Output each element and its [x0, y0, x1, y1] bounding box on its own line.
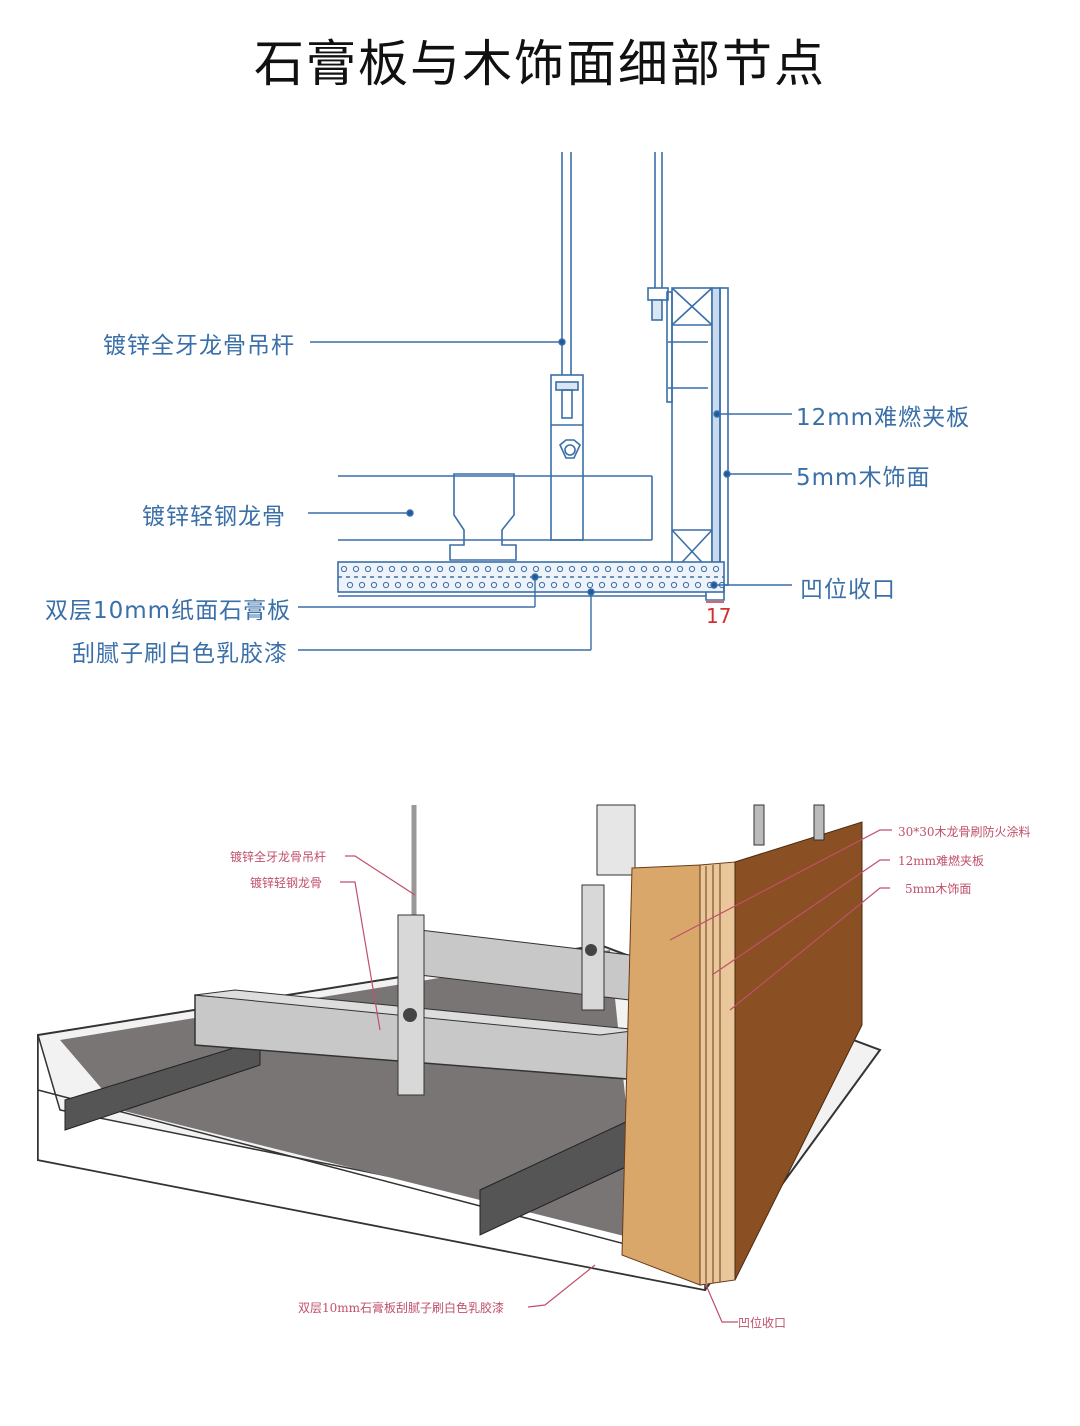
hatch-circle [370, 581, 378, 589]
hatch-circle [598, 581, 606, 589]
hatch-circle [466, 581, 474, 589]
hatch-circle [400, 565, 408, 573]
label-plywood: 12mm难燃夹板 [796, 405, 971, 431]
hatch-circle [520, 565, 528, 573]
hatch-circle [574, 581, 582, 589]
hatch-circle [640, 565, 648, 573]
hatch-circle [646, 581, 654, 589]
hatch-circle [580, 565, 588, 573]
axo-label-plywood: 12mm难燃夹板 [898, 854, 985, 868]
hatch-circle [442, 581, 450, 589]
hatch-circle [676, 565, 684, 573]
label-recess: 凹位收口 [800, 577, 896, 603]
hatch-circle [418, 581, 426, 589]
label-light-steel-keel: 镀锌轻钢龙骨 [142, 504, 286, 530]
hatch-circle [682, 581, 690, 589]
hatch-circle [664, 565, 672, 573]
hatch-circle [490, 581, 498, 589]
keel-profile [449, 473, 517, 561]
axo-label-gypsum-board: 双层10mm石膏板刮腻子刷白色乳胶漆 [298, 1301, 505, 1315]
hatch-circle [658, 581, 666, 589]
veneer [719, 287, 729, 586]
dimension-17: 17 [706, 604, 732, 628]
hatch-circle [544, 565, 552, 573]
hatch-circle [382, 581, 390, 589]
hatch-circle [394, 581, 402, 589]
hatch-circle [496, 565, 504, 573]
axo-label-recess: 凹位收口 [738, 1316, 787, 1330]
nut-icon [559, 439, 581, 459]
hatch-circle [550, 581, 558, 589]
axo-label-wood-keel: 30*30木龙骨刷防火涂料 [898, 825, 1031, 839]
axo-label-hanger-rod: 镀锌全牙龙骨吊杆 [230, 850, 327, 864]
label-gypsum-board: 双层10mm纸面石膏板 [45, 598, 292, 624]
hatch-circle [652, 565, 660, 573]
hatch-circle [586, 581, 594, 589]
axo-label-light-steel-keel: 镀锌轻钢龙骨 [250, 876, 323, 890]
hatch-circle [538, 581, 546, 589]
hatch-circle [628, 565, 636, 573]
hatch-circle [412, 565, 420, 573]
label-paint: 刮腻子刷白色乳胶漆 [72, 641, 288, 667]
hatch-circle [610, 581, 618, 589]
hatch-circle [340, 565, 348, 573]
hatch-circle [346, 581, 354, 589]
hatch-circle [562, 581, 570, 589]
hatch-circle [472, 565, 480, 573]
hatch-circle [622, 581, 630, 589]
hatch-circle [352, 565, 360, 573]
hatch-circle [388, 565, 396, 573]
wood-panel-edge [621, 864, 701, 1286]
page-title: 石膏板与木饰面细部节点 [254, 35, 826, 93]
hatch-circle [424, 565, 432, 573]
hatch-circle [514, 581, 522, 589]
hatch-circle [700, 565, 708, 573]
label-hanger-rod: 镀锌全牙龙骨吊杆 [103, 333, 295, 359]
hatch-circle [502, 581, 510, 589]
hatch-circle [568, 565, 576, 573]
hatch-circle [430, 581, 438, 589]
wood-veneer-face [734, 821, 863, 1281]
hatch-circle [592, 565, 600, 573]
hatch-circle [484, 565, 492, 573]
hatch-circle [688, 565, 696, 573]
hatch-circle [478, 581, 486, 589]
hatch-circle [526, 581, 534, 589]
hatch-circle [358, 581, 366, 589]
hatch-circle [406, 581, 414, 589]
hatch-circle [460, 565, 468, 573]
hatch-circle [712, 565, 720, 573]
hatch-circle [448, 565, 456, 573]
axo-label-veneer: 5mm木饰面 [905, 882, 972, 896]
hatch-circle [436, 565, 444, 573]
hatch-circle [364, 565, 372, 573]
label-veneer: 5mm木饰面 [796, 465, 931, 491]
gypsum-hatch [340, 565, 726, 589]
hatch-circle [670, 581, 678, 589]
hatch-circle [454, 581, 462, 589]
hanger-bracket-3d [397, 914, 425, 1096]
hatch-circle [634, 581, 642, 589]
hatch-circle [694, 581, 702, 589]
hatch-circle [508, 565, 516, 573]
hatch-circle [376, 565, 384, 573]
hatch-circle [532, 565, 540, 573]
axonometric-drawing [37, 804, 892, 1323]
hatch-circle [604, 565, 612, 573]
hatch-circle [556, 565, 564, 573]
hatch-circle [616, 565, 624, 573]
